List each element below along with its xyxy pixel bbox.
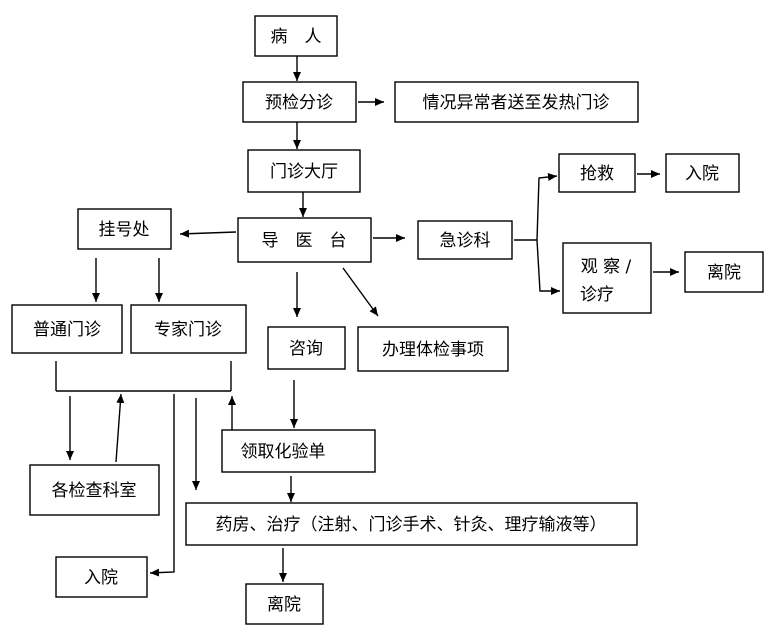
node-hall-label: 门诊大厅: [270, 162, 338, 182]
node-expert-clinic: 专家门诊: [130, 304, 247, 354]
node-discharge-emergency: 离院: [684, 251, 764, 293]
node-exam-rooms-label: 各检查科室: [52, 481, 137, 501]
node-pharmacy-label: 药房、治疗（注射、门诊手术、针灸、理疗输液等）: [216, 515, 607, 535]
node-observe-label-line1: 观 察 /: [581, 257, 632, 277]
node-patient-label: 病 人: [271, 27, 322, 47]
node-lab-slip: 领取化验单: [221, 429, 376, 473]
node-general-clinic: 普通门诊: [11, 304, 123, 354]
node-general-clinic-label: 普通门诊: [33, 320, 101, 340]
node-hall: 门诊大厅: [247, 149, 361, 193]
node-admit: 入院: [55, 556, 148, 598]
edge-emergency-to-observe: [536, 239, 560, 295]
node-emergency-label: 急诊科: [440, 231, 491, 251]
node-guide-desk: 导 医 台: [237, 217, 372, 263]
edge-emergency-to-rescue: [536, 173, 558, 241]
node-discharge: 离院: [245, 583, 324, 625]
node-rescue-label: 抢救: [580, 164, 614, 184]
node-checkup-label: 办理体检事项: [382, 340, 484, 360]
node-triage-label: 预检分诊: [265, 93, 333, 113]
node-discharge-label: 离院: [267, 595, 301, 615]
node-register: 挂号处: [77, 208, 172, 250]
node-consult-label: 咨询: [289, 339, 323, 359]
edge-guide-to-checkup: [342, 267, 379, 317]
node-rescue: 抢救: [558, 153, 636, 193]
node-admit-emergency: 入院: [665, 153, 740, 193]
node-admit-emergency-label: 入院: [685, 164, 719, 184]
node-discharge-emergency-label: 离院: [707, 263, 741, 283]
edge-exam-rooms-to-bar: [115, 393, 125, 463]
node-triage: 预检分诊: [242, 81, 357, 123]
node-admit-label: 入院: [84, 568, 118, 588]
node-lab-slip-label: 领取化验单: [241, 442, 326, 462]
node-register-label: 挂号处: [99, 220, 150, 240]
node-fever-clinic-label: 情况异常者送至发热门诊: [423, 93, 610, 113]
node-pharmacy: 药房、治疗（注射、门诊手术、针灸、理疗输液等）: [185, 502, 638, 546]
node-observe-label-line2: 诊疗: [580, 285, 614, 305]
node-checkup: 办理体检事项: [357, 326, 509, 372]
node-fever-clinic: 情况异常者送至发热门诊: [394, 81, 639, 123]
node-expert-clinic-label: 专家门诊: [154, 320, 222, 340]
node-consult: 咨询: [267, 326, 346, 370]
node-guide-desk-label: 导 医 台: [262, 231, 347, 251]
edge-guide-to-register: [179, 229, 237, 238]
node-exam-rooms: 各检查科室: [29, 464, 160, 516]
edge-bar-to-admit: [149, 394, 175, 577]
node-emergency: 急诊科: [417, 220, 513, 260]
node-observe: 观 察 / 诊疗: [562, 242, 652, 314]
node-patient: 病 人: [254, 15, 338, 57]
